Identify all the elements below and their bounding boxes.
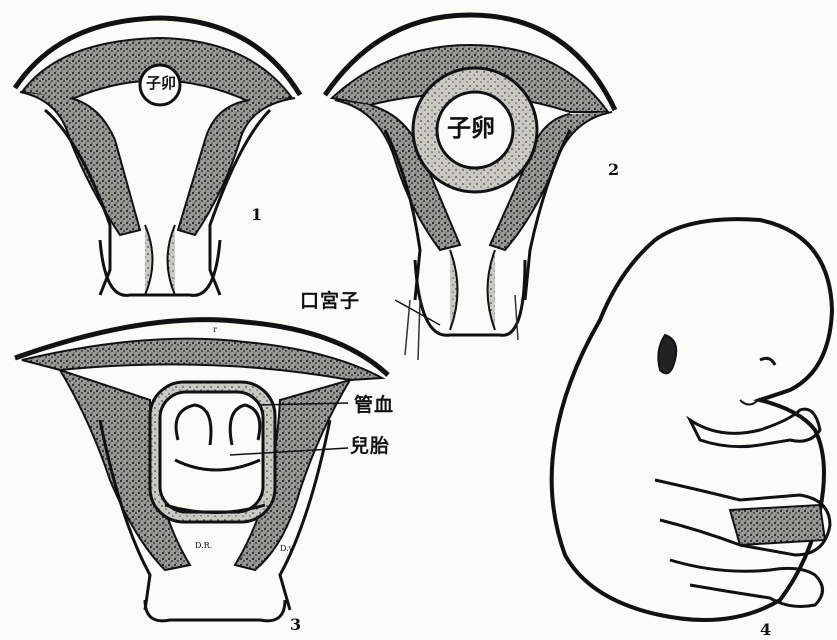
figure-3-fetus-label: 兒胎 (350, 437, 390, 456)
figure-4-number: 4 (760, 622, 771, 638)
figure-3-right-mark: D.v (280, 545, 293, 553)
figure-2-uterus (325, 15, 615, 360)
ear-icon (658, 335, 676, 373)
figure-3-vessel-label: 管血 (354, 396, 394, 415)
figure-1-number: 1 (251, 207, 262, 223)
figure-3-letter: r (213, 326, 217, 334)
figure-2-egg-label: 子卵 (447, 116, 495, 140)
eye-icon (760, 358, 775, 365)
umbilical-cord (730, 505, 825, 545)
cervix-label: 口宮子 (300, 292, 360, 311)
figure-3-left-mark: D.R. (195, 542, 212, 550)
figure-2-number: 2 (608, 162, 619, 178)
figure-1-uterus (15, 18, 300, 295)
figure-3-uterus (15, 320, 388, 621)
cervix-leader-line (395, 300, 440, 325)
figure-1-egg-label: 子卯 (146, 76, 176, 91)
figure-4-fetus (552, 219, 832, 620)
figure-3-number: 3 (290, 617, 301, 633)
